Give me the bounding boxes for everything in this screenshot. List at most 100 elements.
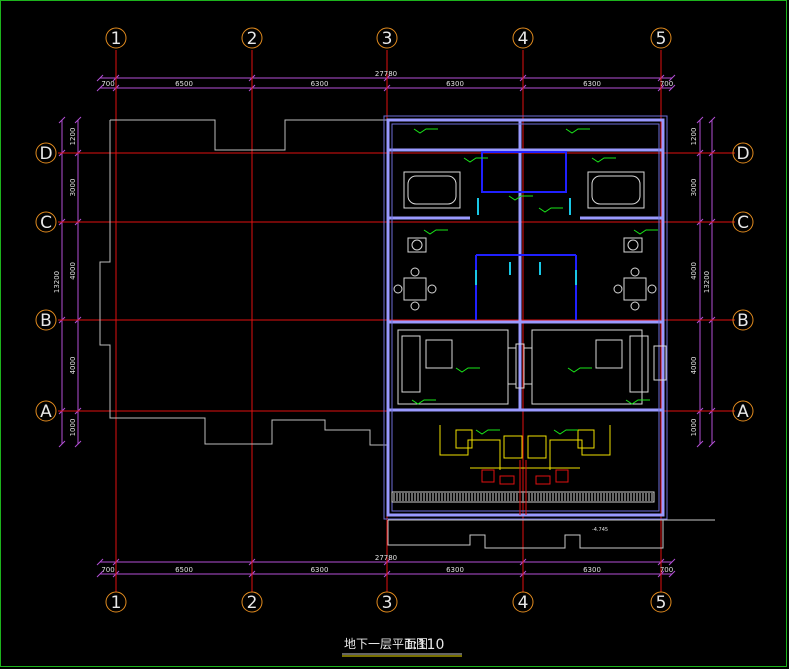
left-segment-dimension: 4000 bbox=[69, 262, 77, 280]
axis-bubble-col-4 bbox=[512, 27, 534, 49]
grille-strip bbox=[391, 491, 655, 503]
axis-bubble-col-5 bbox=[650, 27, 672, 49]
elevation-markers bbox=[411, 128, 658, 435]
left-segment-dimension: 4000 bbox=[69, 357, 77, 375]
dimension-tick bbox=[668, 570, 676, 578]
elevation-marker bbox=[567, 367, 592, 373]
bottom-segment-dimension: 6500 bbox=[175, 566, 193, 574]
axis-label-row-D: D bbox=[39, 144, 52, 164]
axis-bubble-row-C bbox=[732, 211, 754, 233]
bottom-segment-dimension: 700 bbox=[101, 566, 114, 574]
elevation-marker bbox=[591, 157, 616, 163]
drawing-title: 地下一层平面图 bbox=[344, 637, 428, 651]
drawing-title-block: 地下一层平面图 1:110 bbox=[342, 637, 462, 657]
axis-bubble-col-2 bbox=[241, 27, 263, 49]
axis-label-row-B: B bbox=[40, 311, 52, 331]
axis-label-col-2: 2 bbox=[247, 593, 258, 613]
right-segment-dimension: 1000 bbox=[690, 419, 698, 437]
bottom-total-dimension: 27780 bbox=[375, 554, 397, 562]
bottom-segment-dimension: 6300 bbox=[446, 566, 464, 574]
elevation-marker bbox=[423, 229, 448, 235]
axis-bubble-col-3 bbox=[376, 591, 398, 613]
axis-label-col-1: 1 bbox=[111, 29, 122, 49]
axis-bubble-col-1 bbox=[105, 27, 127, 49]
top-segment-dimension: 6300 bbox=[583, 80, 601, 88]
dimension-tick bbox=[96, 84, 104, 92]
left-segment-dimension: 3000 bbox=[69, 179, 77, 197]
axis-label-col-3: 3 bbox=[382, 593, 393, 613]
axis-label-col-1: 1 bbox=[111, 593, 122, 613]
dimension-tick bbox=[96, 74, 104, 82]
axis-label-row-A: A bbox=[737, 402, 749, 422]
elevation-marker bbox=[565, 128, 590, 134]
dimension-tick bbox=[696, 440, 704, 448]
dimension-tick bbox=[96, 558, 104, 566]
axis-label-row-B: B bbox=[737, 311, 749, 331]
bathroom-fixtures bbox=[403, 171, 645, 253]
axis-bubble-col-5 bbox=[650, 591, 672, 613]
dimension-tick bbox=[96, 570, 104, 578]
bottom-segment-dimension: 6300 bbox=[311, 566, 329, 574]
dimension-lines bbox=[61, 77, 713, 575]
right-building-walls bbox=[386, 118, 665, 517]
elevation-marker bbox=[633, 229, 658, 235]
left-segment-dimension: 1200 bbox=[69, 128, 77, 146]
axis-label-col-5: 5 bbox=[656, 29, 667, 49]
dimension-tick bbox=[708, 116, 716, 124]
lower-terrace-outline bbox=[387, 519, 715, 549]
axis-bubble-row-A bbox=[35, 400, 57, 422]
living-room-furniture bbox=[397, 329, 667, 405]
axis-bubble-row-B bbox=[732, 309, 754, 331]
dimension-tick bbox=[58, 440, 66, 448]
top-segment-dimension: 6500 bbox=[175, 80, 193, 88]
dimension-tick bbox=[74, 440, 82, 448]
dimension-tick bbox=[708, 440, 716, 448]
left-segment-dimension: 1000 bbox=[69, 419, 77, 437]
axis-label-row-D: D bbox=[736, 144, 749, 164]
axis-label-col-4: 4 bbox=[518, 29, 529, 49]
top-segment-dimension: 6300 bbox=[446, 80, 464, 88]
drawing-scale: 1:110 bbox=[404, 637, 444, 653]
cyan-doors bbox=[475, 198, 577, 285]
elevation-marker bbox=[455, 367, 480, 373]
right-segment-dimension: 1200 bbox=[690, 128, 698, 146]
grille-frame bbox=[391, 491, 655, 503]
bottom-segment-dimension: 6300 bbox=[583, 566, 601, 574]
dimension-tick bbox=[668, 74, 676, 82]
elevation-marker bbox=[553, 429, 578, 435]
axis-bubble-col-3 bbox=[376, 27, 398, 49]
lower-red-details bbox=[481, 460, 569, 515]
axis-label-row-A: A bbox=[40, 402, 52, 422]
dimension-tick bbox=[696, 116, 704, 124]
bottom-segment-dimension: 700 bbox=[660, 566, 673, 574]
axis-bubble-row-C bbox=[35, 211, 57, 233]
blue-partitions bbox=[475, 151, 577, 320]
top-segment-dimension: 700 bbox=[101, 80, 114, 88]
elevation-marker bbox=[463, 157, 488, 163]
right-segment-dimension: 3000 bbox=[690, 179, 698, 197]
axis-label-row-C: C bbox=[40, 213, 52, 233]
axis-label-col-3: 3 bbox=[382, 29, 393, 49]
elevation-marker bbox=[413, 128, 438, 134]
dimension-tick bbox=[58, 116, 66, 124]
elevation-note: -4.745 bbox=[592, 527, 608, 533]
axis-bubble-row-D bbox=[35, 142, 57, 164]
dining-table-set bbox=[393, 267, 657, 311]
axis-bubble-col-2 bbox=[241, 591, 263, 613]
axis-label-row-C: C bbox=[737, 213, 749, 233]
axis-bubble-row-B bbox=[35, 309, 57, 331]
axis-bubble-col-4 bbox=[512, 591, 534, 613]
axis-bubble-row-D bbox=[732, 142, 754, 164]
elevation-marker bbox=[475, 429, 500, 435]
lower-service-rooms bbox=[439, 425, 611, 470]
axis-label-col-4: 4 bbox=[518, 593, 529, 613]
axis-label-col-2: 2 bbox=[247, 29, 258, 49]
right-segment-dimension: 4000 bbox=[690, 262, 698, 280]
top-segment-dimension: 700 bbox=[660, 80, 673, 88]
elevation-marker bbox=[508, 195, 533, 201]
right-total-dimension: 13200 bbox=[703, 271, 711, 293]
